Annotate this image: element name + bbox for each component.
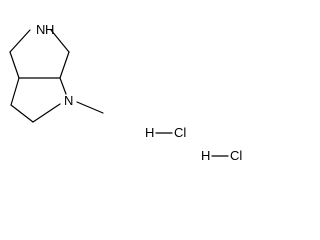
bond-ch2-left-c3a [9, 51, 20, 79]
bond-ch2-right-c6a [59, 51, 70, 79]
molecule-diagram: N H N H Cl H Cl [9, 22, 242, 163]
structure-canvas: N H N H Cl H Cl [9, 22, 243, 163]
bond-c3-c2 [10, 104, 34, 123]
nh-n-label: N [36, 22, 45, 37]
bond-c2-n1 [32, 103, 61, 123]
bond-nh-ch2-right [50, 29, 70, 53]
bond-c3a-c3 [10, 77, 20, 106]
salt-1-cl: Cl [174, 125, 186, 140]
salt-1-h: H [145, 125, 154, 140]
nh-h-label: H [45, 22, 54, 37]
n-methyl-label: N [64, 93, 73, 108]
salt-2-h: H [201, 148, 210, 163]
bond-n1-methyl [76, 101, 104, 114]
bond-n1-c6a [59, 77, 67, 95]
salt-2-cl: Cl [230, 148, 242, 163]
bond-nh-ch2-left [9, 29, 31, 53]
